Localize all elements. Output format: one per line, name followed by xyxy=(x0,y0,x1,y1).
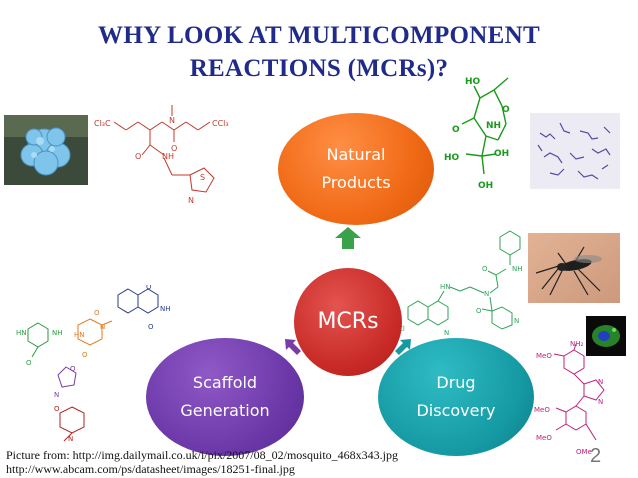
imidazole-molecule: NH₂ MeO N N MeO MeO OMe xyxy=(534,340,605,456)
label-hn-piperazine: HN xyxy=(16,329,27,337)
label-o-lower: O xyxy=(476,307,482,315)
label-hn-dkp: HN xyxy=(74,331,85,339)
label-oh-right: OH xyxy=(494,149,509,159)
label-s: S xyxy=(200,173,205,182)
natural-products-node: Natural Products xyxy=(278,113,434,225)
label-n-methyl: N xyxy=(169,116,175,125)
label-ome: OMe xyxy=(576,448,592,456)
label-ho-top: HO xyxy=(465,77,481,87)
label-n-lactam: N xyxy=(68,435,73,443)
label-n-pyridine: N xyxy=(514,317,519,325)
label-o-benzoxazine-2: O xyxy=(148,323,154,331)
natural-product-molecule: HO O NH O HO OH OH xyxy=(444,77,510,191)
cell-fluorescence-photo xyxy=(586,316,626,356)
label-cl3c: Cl₃C xyxy=(94,119,111,128)
drug-label-line1: Drug xyxy=(436,373,476,392)
slide-title-line1: WHY LOOK AT MULTICOMPONENT xyxy=(98,22,540,49)
label-nh-top: NH xyxy=(512,265,523,273)
thiazole-molecule: Cl₃C CCl₃ N O O NH S N xyxy=(94,105,229,205)
label-o1: O xyxy=(135,152,141,161)
center-label: MCRs xyxy=(317,309,379,334)
label-o-dkp-1: O xyxy=(94,309,100,317)
label-ho-left: HO xyxy=(444,153,460,163)
label-nh: NH xyxy=(486,121,501,131)
label-o-right: O xyxy=(502,105,510,115)
slide-title-line2: REACTIONS (MCRs)? xyxy=(189,55,449,82)
label-n-quinoline: N xyxy=(444,329,449,337)
label-nh-piperazine: NH xyxy=(52,329,63,337)
coral-photo xyxy=(4,115,88,185)
bidirectional-arrow-right xyxy=(395,339,411,355)
label-n-center: N xyxy=(484,290,489,298)
drug-discovery-node: Drug Discovery xyxy=(378,338,534,456)
page-number: 2 xyxy=(590,445,602,467)
label-o-amide: O xyxy=(482,265,488,273)
mcrs-center-node: MCRs xyxy=(294,268,402,376)
label-o-oxazoline: O xyxy=(70,365,76,373)
label-o2: O xyxy=(171,144,177,153)
label-nh-benzoxazine: NH xyxy=(160,305,171,313)
label-n-oxazoline: N xyxy=(54,391,59,399)
footer-source-1: Picture from: http://img.dailymail.co.uk… xyxy=(6,448,398,462)
label-o-piperazine: O xyxy=(26,359,32,367)
label-o-benzoxazine: O xyxy=(146,285,152,291)
scaffold-label-line1: Scaffold xyxy=(192,373,258,392)
label-hn: HN xyxy=(440,283,451,291)
label-nh: NH xyxy=(162,152,174,161)
label-nh2: NH₂ xyxy=(570,340,584,348)
mosquito-photo xyxy=(528,233,620,303)
label-ccl3: CCl₃ xyxy=(212,119,229,128)
natural-label-line1: Natural xyxy=(326,145,386,164)
bidirectional-arrow-left xyxy=(285,339,301,355)
drug-molecule: NH O N HN O N Cl N xyxy=(398,230,523,337)
label-meo-1: MeO xyxy=(536,352,552,360)
drug-label-line2: Discovery xyxy=(416,401,496,420)
label-n-methyl: N xyxy=(598,378,603,386)
scaffold-label-line2: Generation xyxy=(180,401,270,420)
label-n-imidazole: N xyxy=(598,398,603,406)
scaffold-molecules: O NH O O N HN O HN NH O O N O N xyxy=(16,285,171,443)
bacteria-micrograph xyxy=(530,113,620,189)
natural-label-line2: Products xyxy=(321,173,391,192)
label-n-thiazole: N xyxy=(188,196,194,205)
scaffold-generation-node: Scaffold Generation xyxy=(146,338,304,456)
label-meo-3: MeO xyxy=(536,434,552,442)
label-o-dkp-2: O xyxy=(82,351,88,359)
footer-source-2: http://www.abcam.com/ps/datasheet/images… xyxy=(6,462,295,476)
label-oh-bottom: OH xyxy=(478,181,493,191)
label-o-lactam: O xyxy=(54,405,60,413)
label-n-dkp: N xyxy=(100,323,105,331)
up-arrow xyxy=(335,227,361,249)
label-o-left: O xyxy=(452,125,460,135)
label-meo-2: MeO xyxy=(534,406,550,414)
